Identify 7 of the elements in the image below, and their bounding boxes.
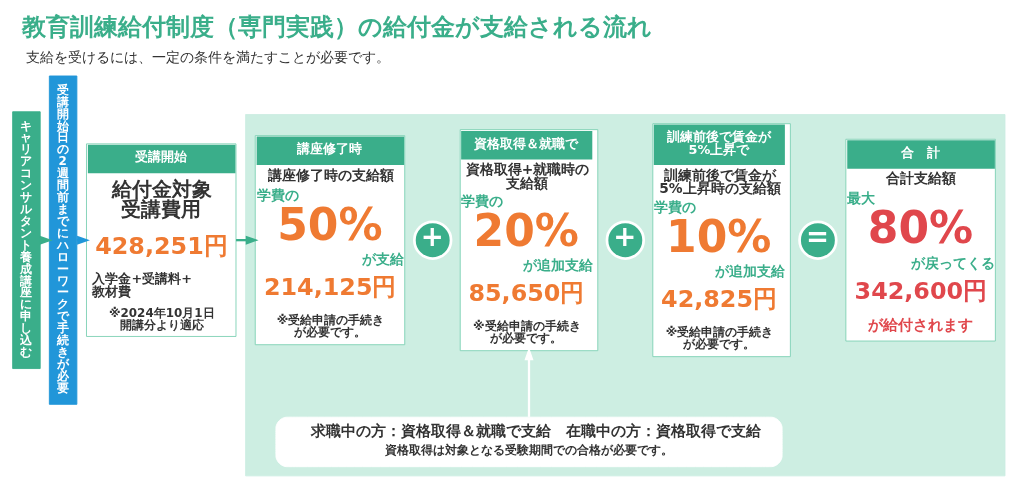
arrow [524, 347, 533, 417]
node-circle: = [797, 220, 838, 260]
node-circle: + [605, 220, 645, 260]
node-circle: + [412, 220, 452, 260]
caption: 支給を受けるには、一定の条件を満たすことが必要です。 [25, 49, 390, 66]
diagram-title: 教育訓練給付制度（専門実践）の給付金が支給される流れ [21, 13, 652, 42]
node-box: 求職中の方：資格取得＆就職で支給 在職中の方：資格取得で支給 資格取得は対象となる受験期間での合格が必要です。 [274, 416, 783, 468]
